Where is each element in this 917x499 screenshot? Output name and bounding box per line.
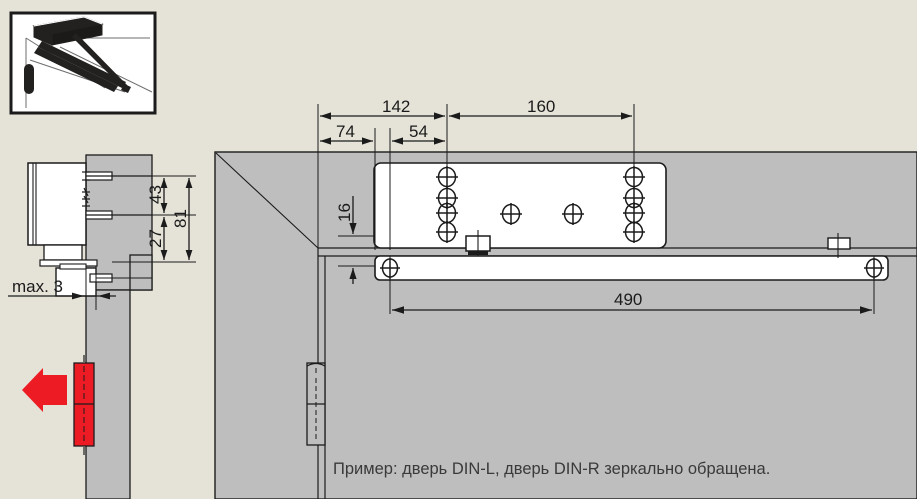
side-dimensions	[112, 175, 196, 263]
dim-label-54: 54	[409, 122, 428, 141]
direction-arrow-head	[22, 368, 43, 412]
dim-label-43: 43	[146, 185, 165, 204]
thumb-arm	[34, 33, 131, 93]
side-wall-step	[129, 254, 153, 291]
dim-label-max3: max. 3	[12, 277, 63, 296]
dimension-chain-top	[317, 104, 635, 250]
slide-rail-arm	[374, 233, 889, 281]
dim-label-27: 27	[146, 229, 165, 248]
dim-label-142: 142	[382, 97, 410, 116]
side-closer-body	[27, 162, 87, 246]
pinion-detail	[465, 230, 491, 262]
hinge-highlight-group	[22, 355, 95, 455]
door-hinge-main	[306, 362, 326, 446]
door-closer-body	[373, 162, 667, 249]
direction-arrow-shaft	[41, 375, 67, 405]
hole-mid-1	[500, 203, 522, 225]
dimension-490	[389, 256, 875, 314]
dim-label-16: 16	[335, 203, 354, 222]
thumb-hinge	[24, 64, 34, 94]
dim-label-160: 160	[527, 97, 555, 116]
dimension-max3	[8, 266, 116, 310]
dim-label-74: 74	[336, 122, 355, 141]
figure-caption: Пример: дверь DIN-L, дверь DIN-R зеркаль…	[333, 460, 770, 478]
hole-mid-2	[562, 203, 584, 225]
dimension-16	[338, 196, 375, 284]
dim-label-490: 490	[614, 290, 642, 309]
dim-label-81: 81	[171, 209, 190, 228]
iso-thumbnail	[9, 11, 157, 115]
